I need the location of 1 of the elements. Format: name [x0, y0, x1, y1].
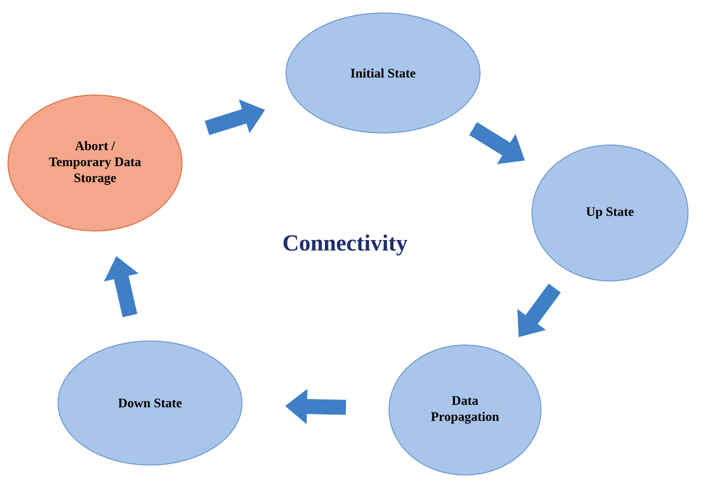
center-title: Connectivity: [284, 234, 408, 256]
